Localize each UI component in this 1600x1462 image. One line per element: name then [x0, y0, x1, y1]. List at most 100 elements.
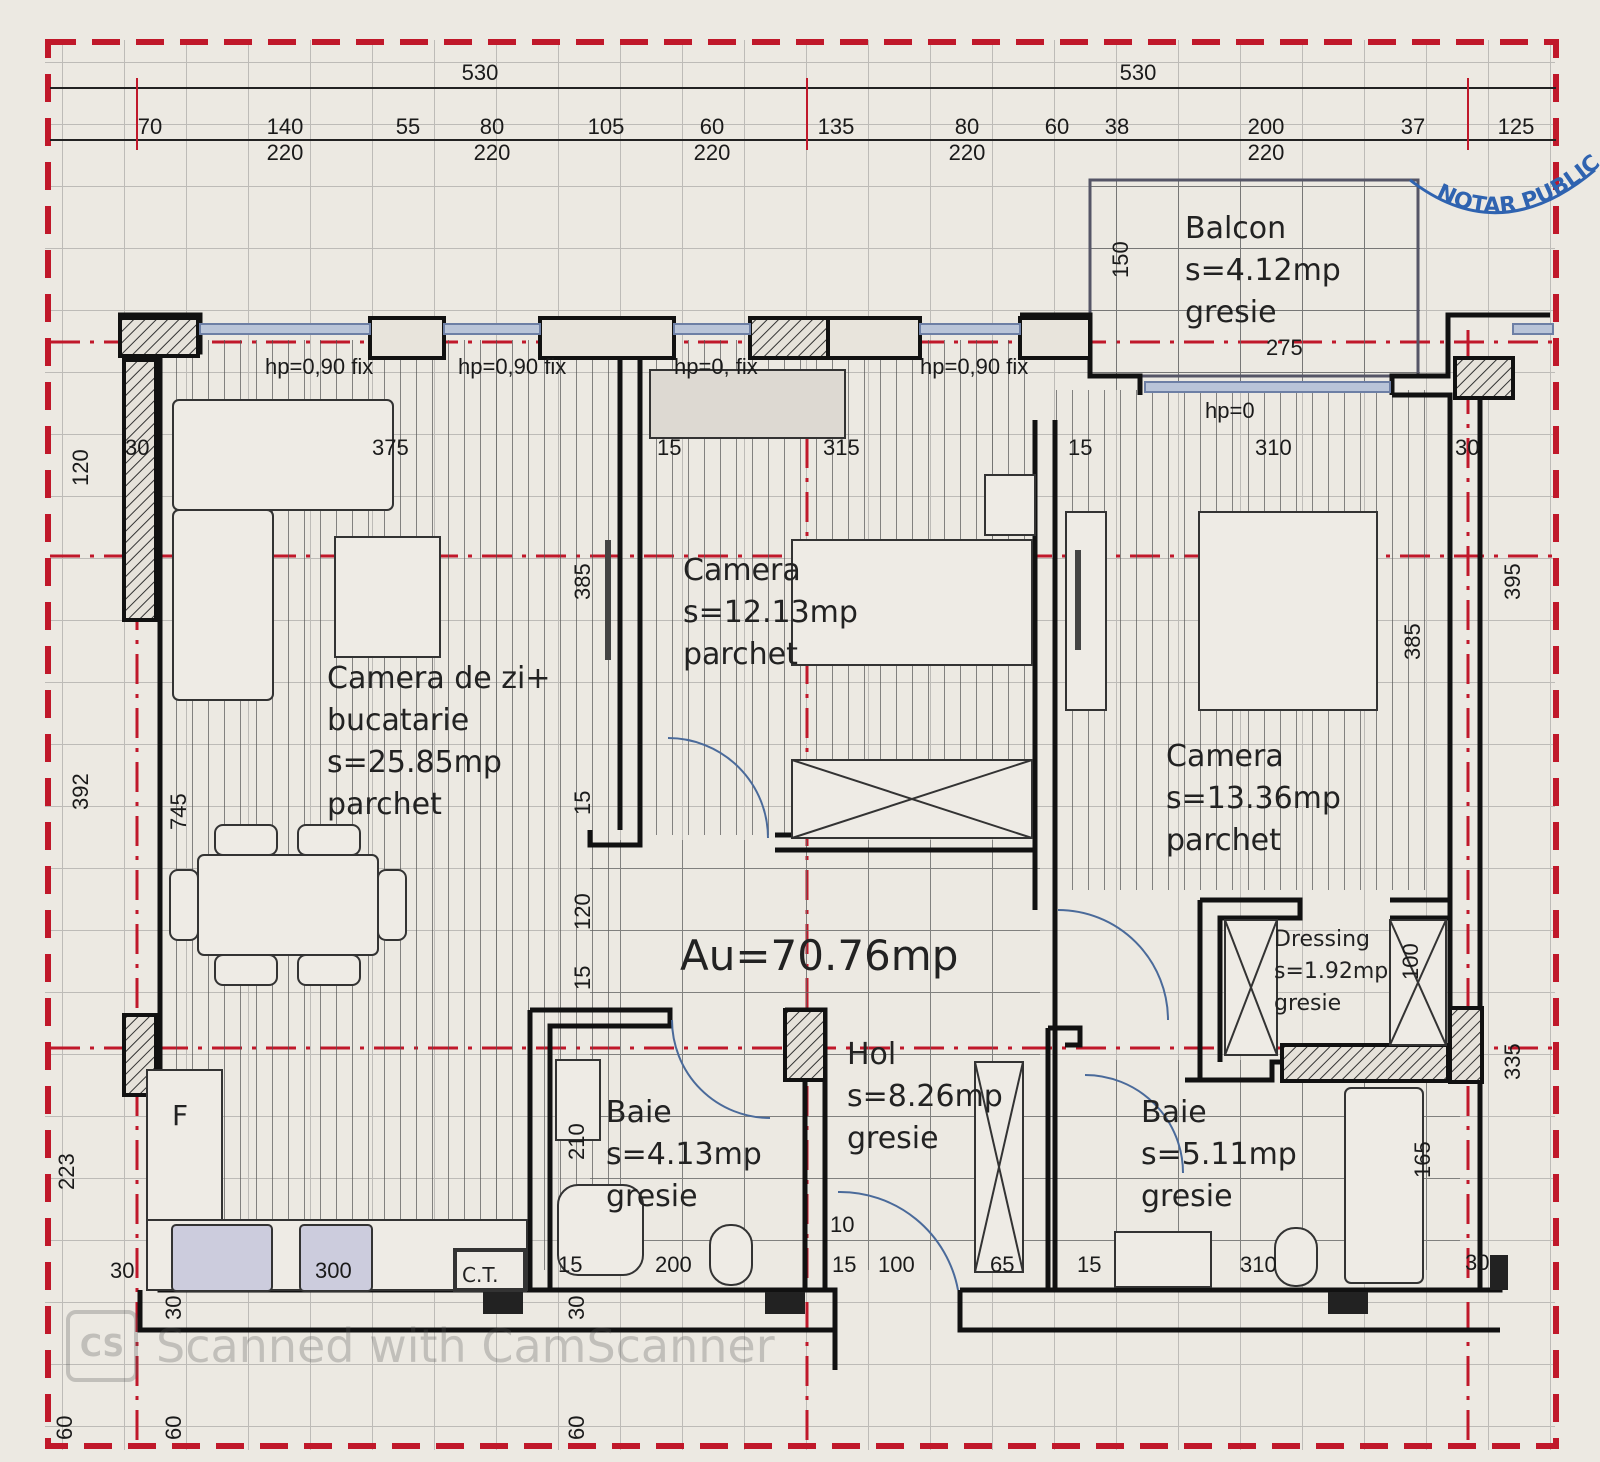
dimension-label: 385 [1400, 623, 1425, 660]
dimension-label: 120 [570, 893, 595, 930]
watermark-text: Scanned with CamScanner [156, 1319, 775, 1373]
dimension-label: 220 [1248, 140, 1285, 165]
windows [199, 323, 1554, 393]
room-label-bath-2: s=5.11mp [1141, 1137, 1297, 1172]
dimension-label: 60 [564, 1416, 589, 1440]
boiler [453, 1248, 527, 1292]
desk [649, 369, 846, 439]
dimension-label: 37 [1401, 114, 1425, 139]
dimension-label: 105 [588, 114, 625, 139]
dimension-label: 30 [161, 1296, 186, 1320]
dimension-label: 60 [1045, 114, 1069, 139]
dimension-label: 65 [990, 1252, 1014, 1277]
washbasin-1 [555, 1059, 601, 1141]
room-label-bath-2: Baie [1141, 1095, 1207, 1130]
room-label-balcony: Balcon [1185, 211, 1286, 246]
doors [605, 540, 1184, 1291]
bathtub [1344, 1087, 1424, 1284]
room-label-balcony: gresie [1185, 295, 1277, 330]
room-label-bedroom-2: Camera [1166, 739, 1284, 774]
room-label-bath-1: Baie [606, 1095, 672, 1130]
total-area: Au=70.76mp [680, 931, 958, 980]
cooktop [299, 1224, 373, 1292]
window-note: hp=0,90 fix [458, 354, 566, 379]
room-label-living: bucatarie [327, 703, 469, 738]
shafts [483, 1255, 1508, 1314]
balcony-outline [1088, 178, 1420, 378]
coffee-table [334, 536, 441, 658]
nightstand [984, 474, 1036, 536]
room-label-bath-1: gresie [606, 1179, 698, 1214]
room-label-hall: gresie [847, 1121, 939, 1156]
dimension-label: 200 [1248, 114, 1285, 139]
dimension-label: 70 [138, 114, 162, 139]
dimension-label: 530 [462, 60, 499, 85]
dimension-label: 220 [267, 140, 304, 165]
dimension-label: 80 [480, 114, 504, 139]
washbasin-2 [1114, 1231, 1212, 1288]
room-label-living: parchet [327, 787, 442, 822]
bed-1 [791, 539, 1033, 666]
dimension-label: 60 [700, 114, 724, 139]
dimension-label: 200 [655, 1252, 692, 1277]
window-note: hp=0 [1205, 398, 1255, 423]
dimension-lines [50, 78, 1556, 150]
dimension-label: 30 [110, 1258, 134, 1283]
toilet-2 [1274, 1227, 1318, 1287]
dimension-label: 60 [52, 1416, 77, 1440]
shower [557, 1184, 644, 1276]
fridge [146, 1069, 223, 1221]
dimension-label: 15 [570, 966, 595, 990]
boiler-label: C.T. [462, 1263, 499, 1287]
dimension-label: 100 [878, 1252, 915, 1277]
plot-boundary [45, 39, 1559, 1449]
dimension-label: 165 [1410, 1141, 1435, 1178]
camscanner-logo: CS [66, 1310, 138, 1382]
room-label-bedroom-1: parchet [683, 637, 798, 672]
dimension-label: 80 [955, 114, 979, 139]
dimension-label: 30 [1465, 1250, 1489, 1275]
sofa [172, 399, 394, 511]
overall-dimensions: 530 530 [462, 60, 1157, 85]
dimension-label: 220 [474, 140, 511, 165]
room-label-dressing: Dressing [1274, 927, 1370, 952]
dimension-label: 315 [823, 435, 860, 460]
dimension-label: 125 [1498, 114, 1535, 139]
dimension-label: 375 [372, 435, 409, 460]
dimension-label: 385 [570, 563, 595, 600]
dimension-label: 335 [1500, 1043, 1525, 1080]
window-note: hp=0,90 fix [265, 354, 373, 379]
dimension-label: 60 [161, 1416, 186, 1440]
room-label-hall: Hol [847, 1037, 896, 1072]
dining-table [197, 854, 379, 956]
room-label-dressing: s=1.92mp [1274, 959, 1388, 984]
dimension-label: 220 [694, 140, 731, 165]
room-label-balcony: s=4.12mp [1185, 253, 1341, 288]
room-label-bedroom-2: s=13.36mp [1166, 781, 1341, 816]
dimension-label: 210 [564, 1123, 589, 1160]
structural-columns [118, 316, 1515, 1097]
dimension-label: 223 [54, 1153, 79, 1190]
dimension-label: 15 [558, 1252, 582, 1277]
room-label-dressing: gresie [1274, 991, 1341, 1016]
room-label-bedroom-1: Camera [683, 553, 801, 588]
watermark: CS Scanned with CamScanner [66, 1310, 775, 1382]
dimension-label: 135 [818, 114, 855, 139]
dimension-label: 38 [1105, 114, 1129, 139]
sink [171, 1224, 273, 1292]
dimension-label: 15 [1068, 435, 1092, 460]
dimension-label: 15 [570, 791, 595, 815]
room-label-living: s=25.85mp [327, 745, 502, 780]
dimension-label: 100 [1398, 943, 1423, 980]
dimension-label: 300 [315, 1258, 352, 1283]
dimension-label: 275 [1266, 335, 1303, 360]
dimension-label: 530 [1120, 60, 1157, 85]
fridge-label: F [172, 1099, 188, 1132]
